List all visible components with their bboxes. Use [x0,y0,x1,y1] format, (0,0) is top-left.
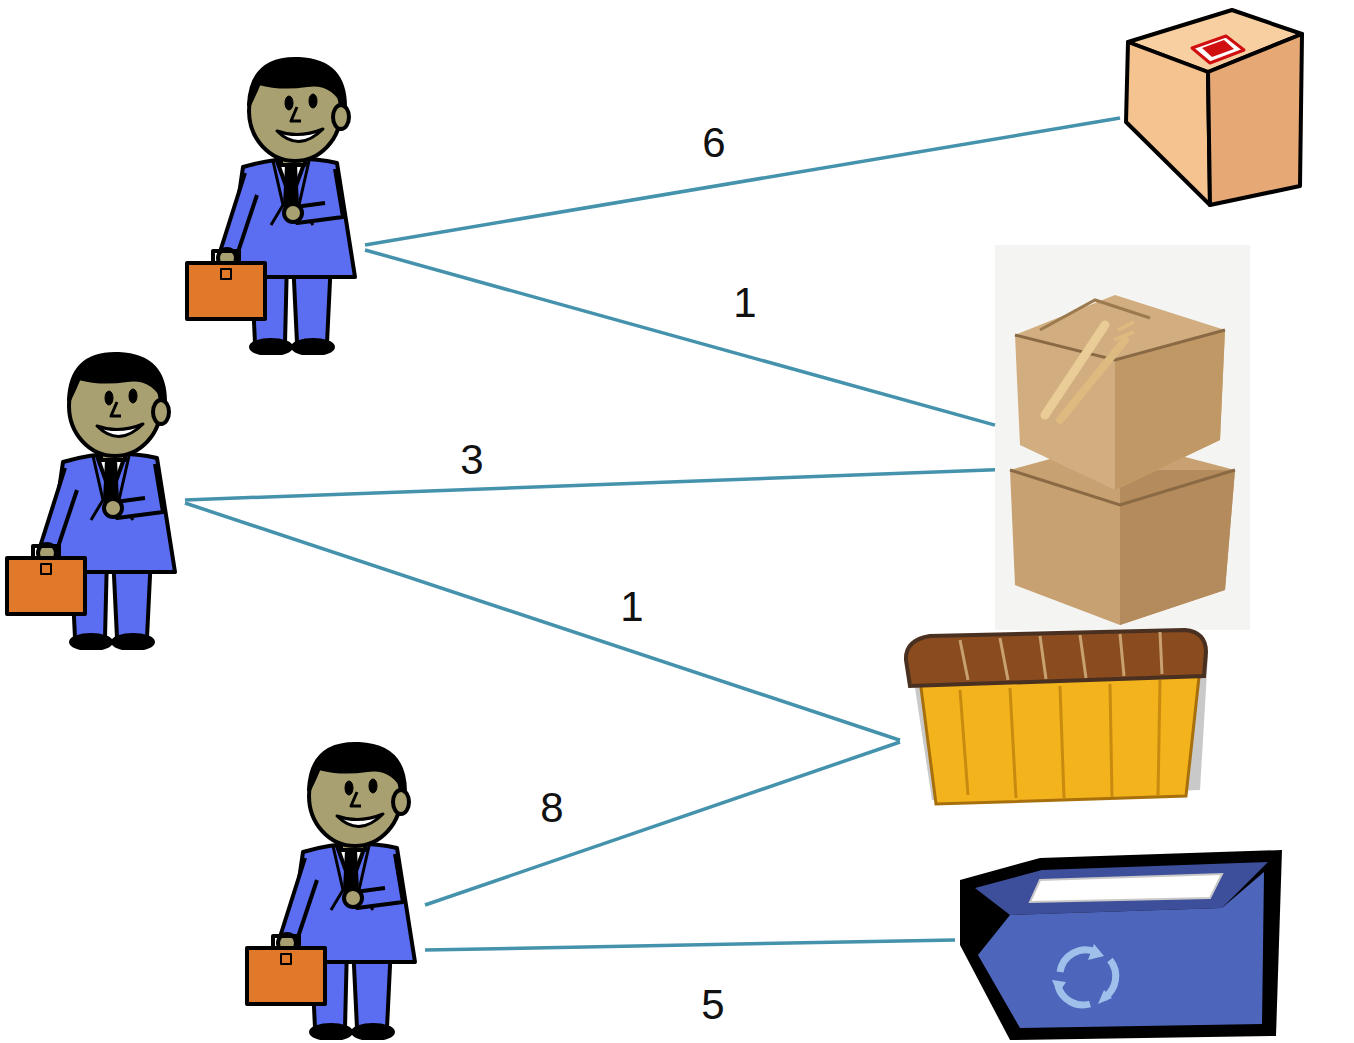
storage-crate-part [960,632,1162,680]
takeout-boxes [995,245,1250,630]
businessman-figure-part [187,59,355,354]
task-node [995,245,1250,630]
cardboard-box [1126,10,1302,205]
recycling-bin-part [1030,874,1222,902]
recycling-bin-part [978,872,1264,1028]
cardboard-box-part [1202,40,1234,57]
worker-node [5,350,185,650]
assignment-line [365,118,1120,245]
takeout-boxes-part [1120,470,1235,625]
assignment-line [425,742,900,905]
cardboard-box-part [1192,36,1244,63]
task-node [1120,10,1305,205]
assignment-line [185,503,900,740]
businessman-figure [187,59,355,354]
takeout-boxes-part [1060,340,1125,420]
takeout-boxes-part [995,245,1250,630]
worker-node [245,740,425,1040]
businessman-figure-part [7,354,175,649]
recycling-bin-part [1052,944,1112,1004]
cost-label: 5 [701,984,724,1026]
cost-label: 3 [460,439,483,481]
assignment-line [365,250,995,425]
storage-crate-part [920,668,1200,804]
cost-label: 1 [733,282,756,324]
task-node [900,630,1210,805]
task-node [955,845,1280,1040]
takeout-boxes-part [1040,300,1150,330]
takeout-boxes-part [1015,295,1225,490]
storage-crate [906,630,1208,804]
assignment-line [185,470,995,500]
assignment-line [425,940,955,950]
cost-label: 1 [620,586,643,628]
cost-label: 8 [540,787,563,829]
recycling-bin-part [1058,986,1090,1005]
cardboard-box-part [1126,42,1210,205]
businessman-figure [7,354,175,649]
businessman-figure-part [247,744,415,1039]
businessman-figure [247,744,415,1039]
takeout-boxes-part [1114,322,1134,340]
storage-crate-part [906,630,1206,686]
recycling-bin-part [960,850,1282,1040]
worker-node [185,55,365,355]
storage-crate-part [960,680,1160,798]
recycling-bin [960,850,1282,1040]
cost-label: 6 [702,122,725,164]
